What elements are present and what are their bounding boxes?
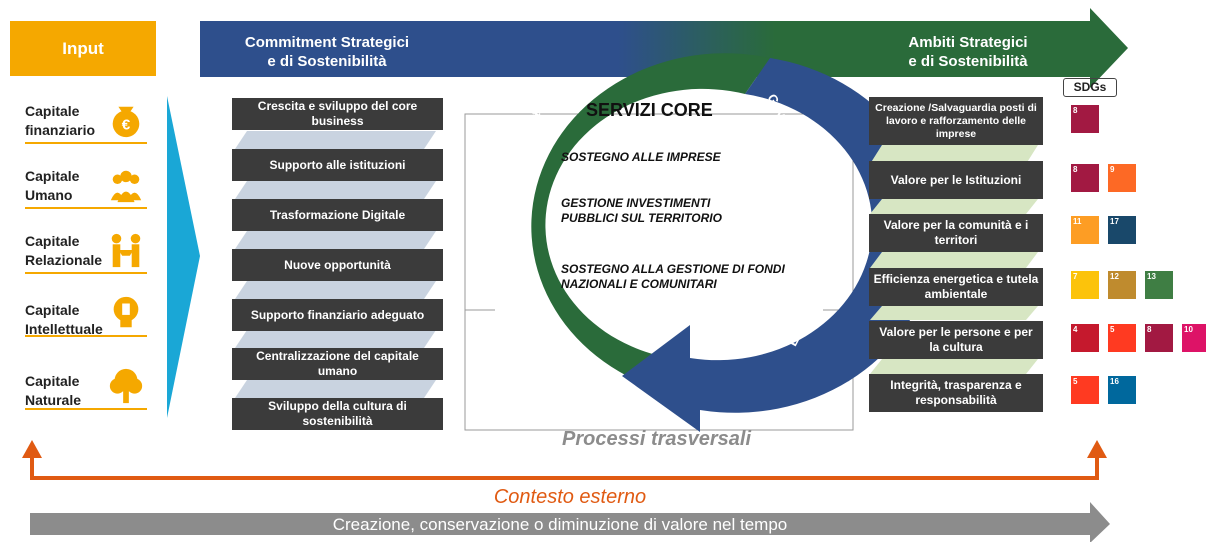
capital-label: Capitale Intellettuale bbox=[25, 301, 115, 339]
sdg-4-icon: 4 bbox=[1071, 324, 1099, 352]
commitment-item: Crescita e sviluppo del core business bbox=[232, 98, 443, 130]
processi-frame bbox=[464, 113, 854, 431]
commitment-header: Commitment Strategici e di Sostenibilità bbox=[222, 33, 432, 71]
svg-text:€: € bbox=[122, 117, 131, 134]
capital-line2: Naturale bbox=[25, 392, 82, 408]
sdg-8-icon: 8 bbox=[1145, 324, 1173, 352]
sdg-16-icon: 16 bbox=[1108, 376, 1136, 404]
bottom-arrow-label: Creazione, conservazione o diminuzione d… bbox=[332, 515, 788, 534]
capital-line1: Capitale bbox=[25, 373, 80, 389]
ambiti-header: Ambiti Strategici e di Sostenibilità bbox=[868, 33, 1068, 71]
core-item: SOSTEGNO ALLE IMPRESE bbox=[561, 150, 721, 164]
contesto-bracket bbox=[30, 456, 1099, 480]
sdg-5-icon: 5 bbox=[1108, 324, 1136, 352]
sdgs-label: SDGs bbox=[1063, 78, 1117, 97]
commitment-item: Nuove opportunità bbox=[232, 249, 443, 281]
core-item: GESTIONE INVESTIMENTI PUBBLICI SUL TERRI… bbox=[561, 196, 722, 225]
ambito-item: Efficienza energetica e tutela ambiental… bbox=[869, 268, 1043, 306]
capital-line1: Capitale bbox=[25, 233, 80, 249]
sdg-17-icon: 17 bbox=[1108, 216, 1136, 244]
input-label: Input bbox=[62, 38, 104, 58]
sdg-7-icon: 7 bbox=[1071, 271, 1099, 299]
contesto-label: Contesto esterno bbox=[493, 486, 647, 508]
ambito-item: Creazione /Salvaguardia posti di lavoro … bbox=[869, 97, 1043, 145]
capital-label: Capitale Relazionale bbox=[25, 232, 115, 270]
sdg-9-icon: 9 bbox=[1108, 164, 1136, 192]
commitment-header-line2: e di Sostenibilità bbox=[267, 53, 387, 70]
sdg-8-icon: 8 bbox=[1071, 105, 1099, 133]
core-item: SOSTEGNO ALLA GESTIONE DI FONDI NAZIONAL… bbox=[561, 262, 785, 291]
commitment-header-line1: Commitment Strategici bbox=[244, 34, 410, 51]
ambiti-header-line2: e di Sostenibilità bbox=[908, 53, 1028, 70]
input-triangle bbox=[167, 96, 200, 418]
capital-line2: Intellettuale bbox=[25, 321, 103, 337]
capital-line2: Umano bbox=[25, 187, 73, 203]
commitment-item: Supporto finanziario adeguato bbox=[232, 299, 443, 331]
capital-relazionale: Capitale Relazionale bbox=[25, 230, 147, 274]
sdg-12-icon: 12 bbox=[1108, 271, 1136, 299]
commitment-item: Sviluppo della cultura di sostenibilità bbox=[232, 398, 443, 430]
ambito-item: Valore per le persone e per la cultura bbox=[869, 321, 1043, 359]
capital-finanziario: Capitale finanziario € bbox=[25, 100, 147, 144]
capital-line1: Capitale bbox=[25, 302, 80, 318]
capital-label: Capitale Umano bbox=[25, 167, 115, 205]
capital-line2: finanziario bbox=[25, 122, 96, 138]
capital-naturale: Capitale Naturale bbox=[25, 366, 147, 410]
sdg-13-icon: 13 bbox=[1145, 271, 1173, 299]
ambito-item: Integrità, trasparenza e responsabilità bbox=[869, 374, 1043, 412]
ambito-item: Valore per le Istituzioni bbox=[869, 161, 1043, 199]
input-header: Input bbox=[10, 21, 156, 76]
capital-intellettuale: Capitale Intellettuale bbox=[25, 293, 147, 337]
capital-line1: Capitale bbox=[25, 103, 80, 119]
sdg-5-icon: 5 bbox=[1071, 376, 1099, 404]
people-icon bbox=[110, 170, 142, 203]
lightbulb-icon bbox=[113, 296, 139, 328]
capital-label: Capitale finanziario bbox=[25, 102, 115, 140]
commitment-item: Centralizzazione del capitale umano bbox=[232, 348, 443, 380]
capital-line1: Capitale bbox=[25, 168, 80, 184]
sdg-11-icon: 11 bbox=[1071, 216, 1099, 244]
capital-umano: Capitale Umano bbox=[25, 165, 147, 209]
top-band-arrow bbox=[200, 8, 1128, 88]
capital-label: Capitale Naturale bbox=[25, 372, 115, 410]
sdg-8-icon: 8 bbox=[1071, 164, 1099, 192]
commitment-item: Supporto alle istituzioni bbox=[232, 149, 443, 181]
processi-label: Processi trasversali bbox=[562, 428, 752, 450]
core-title: SERVIZI CORE bbox=[586, 100, 713, 120]
tree-icon bbox=[109, 368, 143, 404]
sdg-10-icon: 10 bbox=[1182, 324, 1206, 352]
bottom-arrow bbox=[30, 502, 1110, 542]
money-bag-icon: € bbox=[112, 106, 140, 138]
capital-line2: Relazionale bbox=[25, 252, 103, 268]
handshake-icon bbox=[111, 233, 141, 268]
ambiti-header-line1: Ambiti Strategici bbox=[908, 34, 1028, 51]
ring-blue-arc bbox=[622, 58, 935, 432]
ring-green-arc bbox=[531, 53, 770, 396]
commitment-item: Trasformazione Digitale bbox=[232, 199, 443, 231]
ambito-item: Valore per la comunità e i territori bbox=[869, 214, 1043, 252]
